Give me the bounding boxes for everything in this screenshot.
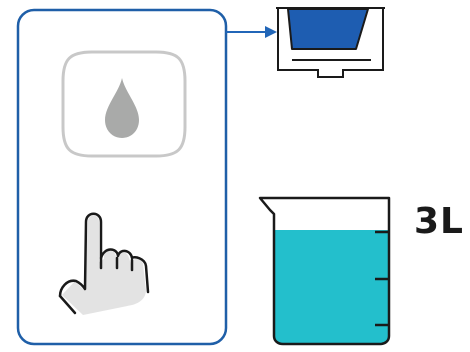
- volume-label: 3L: [414, 200, 464, 244]
- arrow-right-icon: [226, 26, 277, 38]
- measuring-beaker-icon: [260, 198, 389, 344]
- water-tray-icon: [276, 8, 385, 77]
